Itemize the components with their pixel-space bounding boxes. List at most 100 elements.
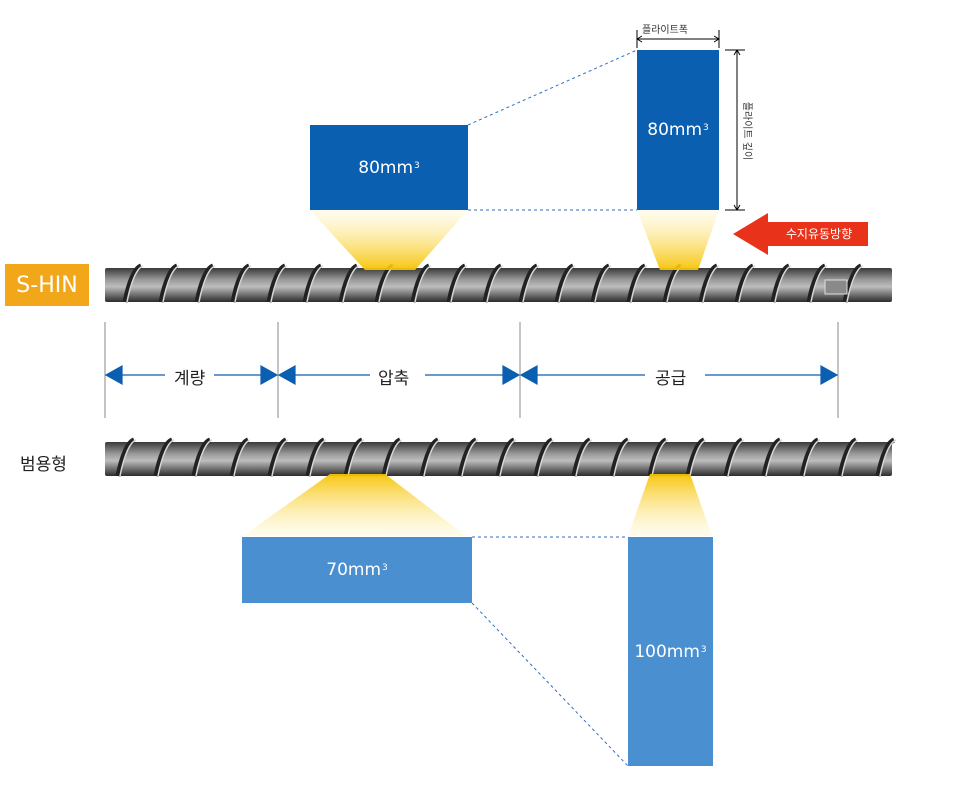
shin-label: S-HIN (5, 264, 89, 306)
screw-flight (875, 437, 896, 477)
screw-flight (799, 437, 820, 477)
screw-flight-highlight (234, 265, 252, 303)
screw-flight (446, 263, 467, 303)
volume-value: 80mm (647, 120, 703, 140)
screw-flight (305, 437, 326, 477)
screw-flight (191, 437, 212, 477)
volume-value: 70mm (326, 560, 382, 580)
screw-flight-highlight (841, 439, 859, 477)
screw-flight (338, 263, 359, 303)
screw-flight-highlight (810, 265, 828, 303)
screw-flight (685, 437, 706, 477)
screw-flight (698, 263, 719, 303)
flight-depth-label: 플라이트 깊이 (741, 101, 752, 161)
screw-flight (122, 263, 143, 303)
screw-flight-highlight (461, 439, 479, 477)
screw-flight (229, 437, 250, 477)
screw-flight-highlight (270, 265, 288, 303)
screw-flight-highlight (558, 265, 576, 303)
general-screw (105, 437, 897, 477)
screw-flight (590, 263, 611, 303)
screw-flight-highlight (522, 265, 540, 303)
screw-flight-highlight (499, 439, 517, 477)
screw-flight (158, 263, 179, 303)
screw-flight (381, 437, 402, 477)
screw-flight (723, 437, 744, 477)
screw-flight (410, 263, 431, 303)
screw-flight-highlight (271, 439, 289, 477)
screw-flight-highlight (414, 265, 432, 303)
section-metering-label: 계량 (174, 369, 206, 389)
volume-exponent: 3 (382, 563, 388, 573)
beam-bottom-compression (243, 474, 466, 536)
screw-flight (266, 263, 287, 303)
screw-flight-highlight (575, 439, 593, 477)
screw-flight-highlight (594, 265, 612, 303)
screw-flight-highlight (738, 265, 756, 303)
screw-flight-highlight (385, 439, 403, 477)
screw-flight (115, 437, 136, 477)
shin-screw (105, 263, 892, 303)
screw-flight (267, 437, 288, 477)
screw-flight (842, 263, 863, 303)
screw-flight-highlight (342, 265, 360, 303)
screw-flight (647, 437, 668, 477)
screw-flight-highlight (765, 439, 783, 477)
flight-width-label: 플라이트폭 (642, 25, 688, 36)
volume-exponent: 3 (414, 160, 420, 171)
beam-top-feed (637, 210, 719, 270)
screw-flight (518, 263, 539, 303)
volume-value: 100mm (634, 641, 700, 662)
screw-flight (153, 437, 174, 477)
screw-flight-highlight (195, 439, 213, 477)
screw-flight (626, 263, 647, 303)
screw-flight-highlight (803, 439, 821, 477)
section-compression-label: 압축 (378, 369, 410, 389)
screw-flight (761, 437, 782, 477)
screw-flight-highlight (537, 439, 555, 477)
screw-flight-highlight (727, 439, 745, 477)
screw-flight-highlight (233, 439, 251, 477)
screw-flight-highlight (423, 439, 441, 477)
screw-flight (230, 263, 251, 303)
screw-flight-highlight (689, 439, 707, 477)
screw-flight (302, 263, 323, 303)
screw-flight (419, 437, 440, 477)
volume-value: 80mm (358, 157, 414, 178)
screw-flight (343, 437, 364, 477)
screw-flight-highlight (630, 265, 648, 303)
screw-flight-highlight (347, 439, 365, 477)
screw-flight-highlight (126, 265, 144, 303)
screw-flight (457, 437, 478, 477)
screw-flight-highlight (162, 265, 180, 303)
screw-flight-highlight (846, 265, 864, 303)
beam-top-compression (310, 210, 468, 270)
screw-flight (482, 263, 503, 303)
screw-flight-highlight (613, 439, 631, 477)
screw-flight-highlight (774, 265, 792, 303)
screw-flight (609, 437, 630, 477)
screw-flight-highlight (119, 439, 137, 477)
screw-flight (194, 263, 215, 303)
screw-flight (770, 263, 791, 303)
screw-flight (806, 263, 827, 303)
screw-flight-highlight (879, 439, 897, 477)
screw-flight (533, 437, 554, 477)
screw-flight (495, 437, 516, 477)
screw-flight-highlight (157, 439, 175, 477)
screw-flight-highlight (486, 265, 504, 303)
general-label: 범용형 (20, 455, 67, 475)
screw-flight-highlight (651, 439, 669, 477)
volume-exponent: 3 (703, 123, 709, 133)
screw-flight-highlight (198, 265, 216, 303)
screw-flight (837, 437, 858, 477)
screw-flight (734, 263, 755, 303)
flow-arrow (733, 213, 868, 255)
screw-flight-highlight (309, 439, 327, 477)
section-feed-label: 공급 (655, 369, 687, 389)
